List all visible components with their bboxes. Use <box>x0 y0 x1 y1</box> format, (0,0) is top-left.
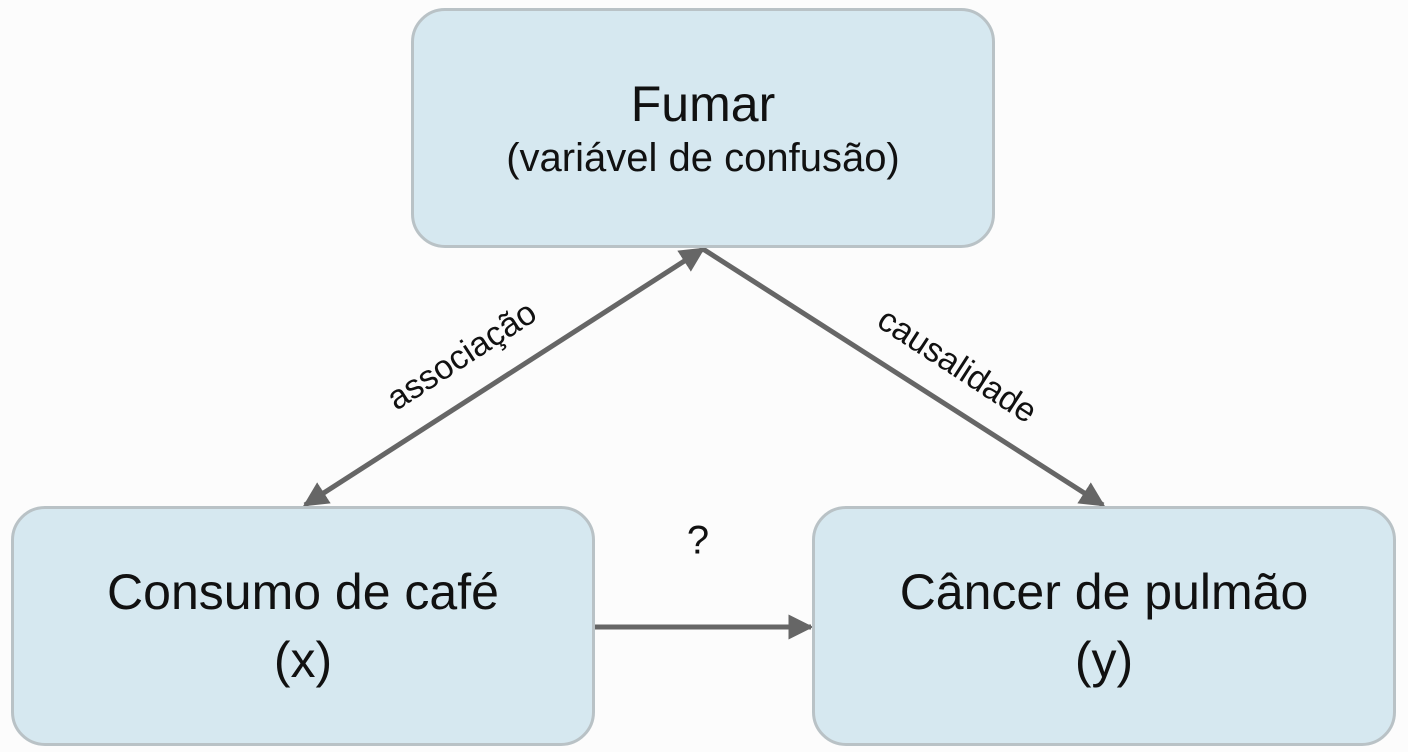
association-arrow <box>302 246 706 508</box>
causality-arrow <box>701 246 1106 508</box>
confounder-title: Fumar <box>630 76 776 132</box>
outcome-node: Câncer de pulmão (y) <box>812 506 1396 746</box>
confounder-node: Fumar (variável de confusão) <box>411 8 995 248</box>
outcome-title: Câncer de pulmão <box>899 564 1309 620</box>
outcome-subtitle: (y) <box>1074 632 1134 688</box>
unknown-effect-label: ? <box>686 518 710 563</box>
exposure-subtitle: (x) <box>273 632 333 688</box>
exposure-node: Consumo de café (x) <box>11 506 595 746</box>
exposure-title: Consumo de café <box>107 564 499 620</box>
confounder-subtitle: (variável de confusão) <box>506 136 900 180</box>
